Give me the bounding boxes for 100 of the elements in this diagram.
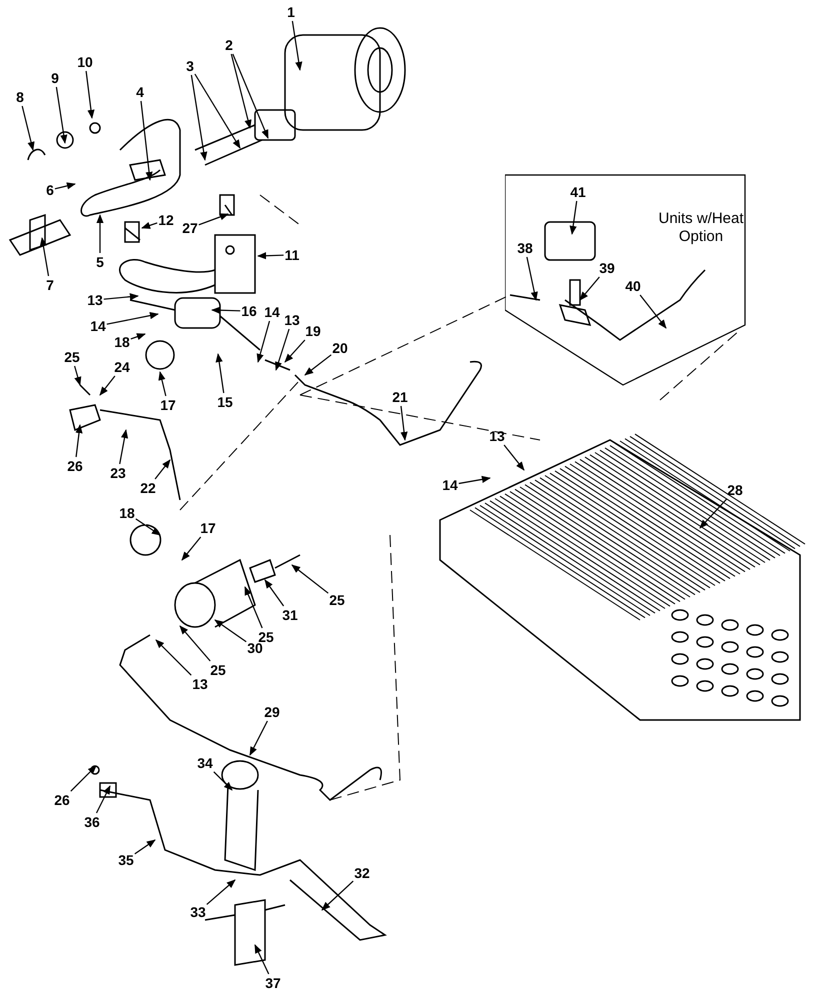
callout-number: 22 bbox=[140, 480, 156, 496]
callout-number: 25 bbox=[329, 592, 345, 608]
leader-line bbox=[22, 106, 35, 151]
leader-line bbox=[198, 213, 229, 226]
leader-line bbox=[254, 944, 270, 974]
leader-line bbox=[284, 340, 306, 363]
callout-number: 33 bbox=[190, 904, 206, 920]
leader-line bbox=[264, 579, 284, 606]
leader-line bbox=[570, 200, 578, 235]
callout-number: 20 bbox=[332, 340, 348, 356]
callout-number: 23 bbox=[110, 465, 126, 481]
leader-line bbox=[155, 639, 192, 676]
callout-number: 38 bbox=[517, 240, 533, 256]
callout-number: 3 bbox=[186, 58, 194, 74]
callout-number: 14 bbox=[264, 304, 280, 320]
callout-number: 37 bbox=[265, 975, 281, 991]
callout-number: 13 bbox=[87, 292, 103, 308]
callout-number: 1 bbox=[287, 4, 295, 20]
leader-line bbox=[135, 518, 161, 536]
callout-number: 13 bbox=[489, 428, 505, 444]
leader-line bbox=[232, 54, 269, 139]
leader-line bbox=[230, 54, 252, 129]
callout-number: 41 bbox=[570, 184, 586, 200]
leader-line bbox=[104, 293, 139, 300]
leader-line bbox=[54, 182, 76, 190]
callout-number: 27 bbox=[182, 220, 198, 236]
callout-number: 32 bbox=[354, 865, 370, 881]
leader-line bbox=[70, 765, 97, 792]
callout-number: 5 bbox=[96, 254, 104, 270]
callout-number: 10 bbox=[77, 54, 93, 70]
callout-number: 9 bbox=[51, 70, 59, 86]
callout-number: 39 bbox=[599, 260, 615, 276]
callout-number: 18 bbox=[114, 334, 130, 350]
callout-number: 36 bbox=[84, 814, 100, 830]
callout-number: 40 bbox=[625, 278, 641, 294]
leader-line bbox=[96, 214, 104, 253]
callout-number: 4 bbox=[136, 84, 144, 100]
leader-line bbox=[458, 476, 491, 484]
callout-number: 31 bbox=[282, 607, 298, 623]
leader-line bbox=[321, 880, 354, 911]
callout-number: 21 bbox=[392, 389, 408, 405]
callout-number: 15 bbox=[217, 394, 233, 410]
callout-number: 25 bbox=[64, 349, 80, 365]
leader-line bbox=[130, 333, 146, 340]
leader-line bbox=[140, 100, 153, 181]
leader-line bbox=[304, 354, 332, 376]
leader-line bbox=[214, 619, 247, 642]
leader-line bbox=[213, 771, 233, 791]
option-note: Units w/Heat Option bbox=[657, 210, 745, 246]
leader-line bbox=[211, 306, 240, 314]
callout-number: 8 bbox=[16, 89, 24, 105]
callout-number: 28 bbox=[727, 482, 743, 498]
callout-number: 13 bbox=[192, 676, 208, 692]
leader-line bbox=[244, 586, 263, 628]
callout-number: 17 bbox=[160, 397, 176, 413]
callout-number: 35 bbox=[118, 852, 134, 868]
callout-number: 11 bbox=[284, 247, 300, 263]
callout-number: 14 bbox=[90, 318, 106, 334]
leader-line bbox=[257, 252, 284, 260]
callout-number: 16 bbox=[241, 303, 257, 319]
leader-line bbox=[526, 256, 538, 301]
leader-line bbox=[504, 444, 525, 471]
leader-line bbox=[134, 840, 156, 854]
callout-number: 25 bbox=[210, 662, 226, 678]
callout-number: 34 bbox=[197, 755, 213, 771]
leader-line bbox=[256, 320, 270, 363]
callout-number: 19 bbox=[305, 323, 321, 339]
leader-line bbox=[640, 294, 667, 329]
leader-line bbox=[96, 785, 111, 814]
callout-number: 24 bbox=[114, 359, 130, 375]
leader-line bbox=[249, 720, 268, 756]
leader-line bbox=[75, 424, 83, 458]
callout-number: 26 bbox=[67, 458, 83, 474]
leader-line bbox=[179, 625, 211, 662]
leader-line bbox=[106, 312, 159, 325]
leader-line bbox=[74, 366, 82, 386]
leader-line bbox=[141, 222, 158, 229]
leader-line bbox=[40, 237, 50, 276]
callout-number: 26 bbox=[54, 792, 70, 808]
leader-line bbox=[154, 459, 171, 480]
leader-line bbox=[291, 564, 329, 594]
leader-line bbox=[99, 376, 116, 396]
callout-number: 17 bbox=[200, 520, 216, 536]
leader-line bbox=[181, 536, 202, 561]
leader-line bbox=[400, 406, 408, 441]
leader-line bbox=[56, 86, 68, 144]
leader-line bbox=[86, 70, 95, 119]
leader-line bbox=[158, 371, 166, 396]
leader-line bbox=[579, 276, 600, 301]
callout-number: 29 bbox=[264, 704, 280, 720]
callout-number: 18 bbox=[119, 505, 135, 521]
callout-number: 6 bbox=[46, 182, 54, 198]
callout-number: 13 bbox=[284, 312, 300, 328]
callout-number: 2 bbox=[225, 37, 233, 53]
leader-line bbox=[119, 429, 128, 464]
leader-line bbox=[699, 498, 728, 529]
leader-line bbox=[206, 879, 236, 905]
callout-number: 14 bbox=[442, 477, 458, 493]
leader-line bbox=[275, 328, 290, 371]
leader-line bbox=[292, 20, 302, 71]
